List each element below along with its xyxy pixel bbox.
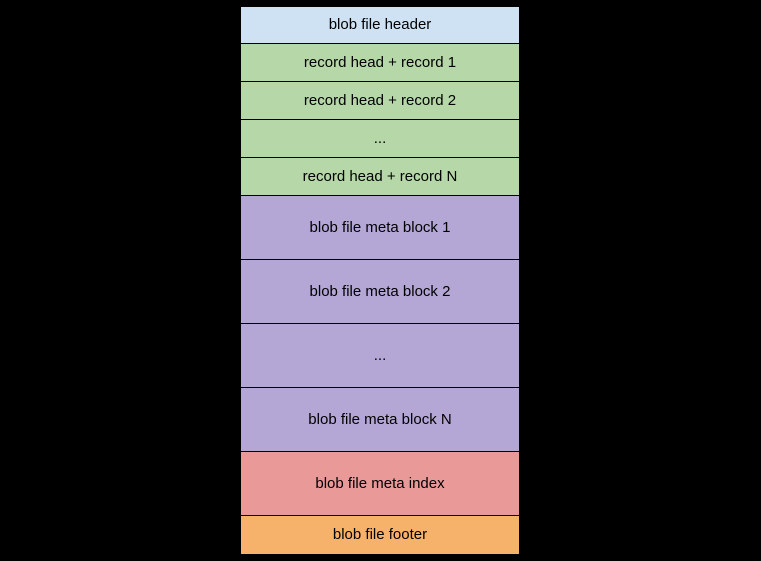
blob-file-layout-diagram: blob file header record head + record 1 … <box>240 6 520 555</box>
block-records-ellipsis: ... <box>241 120 519 158</box>
block-meta-block-2: blob file meta block 2 <box>241 260 519 324</box>
block-record-2: record head + record 2 <box>241 82 519 120</box>
block-meta-index: blob file meta index <box>241 452 519 516</box>
block-meta-block-1: blob file meta block 1 <box>241 196 519 260</box>
block-blob-file-header: blob file header <box>241 7 519 44</box>
block-record-n: record head + record N <box>241 158 519 196</box>
block-record-1: record head + record 1 <box>241 44 519 82</box>
block-blob-file-footer: blob file footer <box>241 516 519 554</box>
block-meta-blocks-ellipsis: ... <box>241 324 519 388</box>
block-meta-block-n: blob file meta block N <box>241 388 519 452</box>
